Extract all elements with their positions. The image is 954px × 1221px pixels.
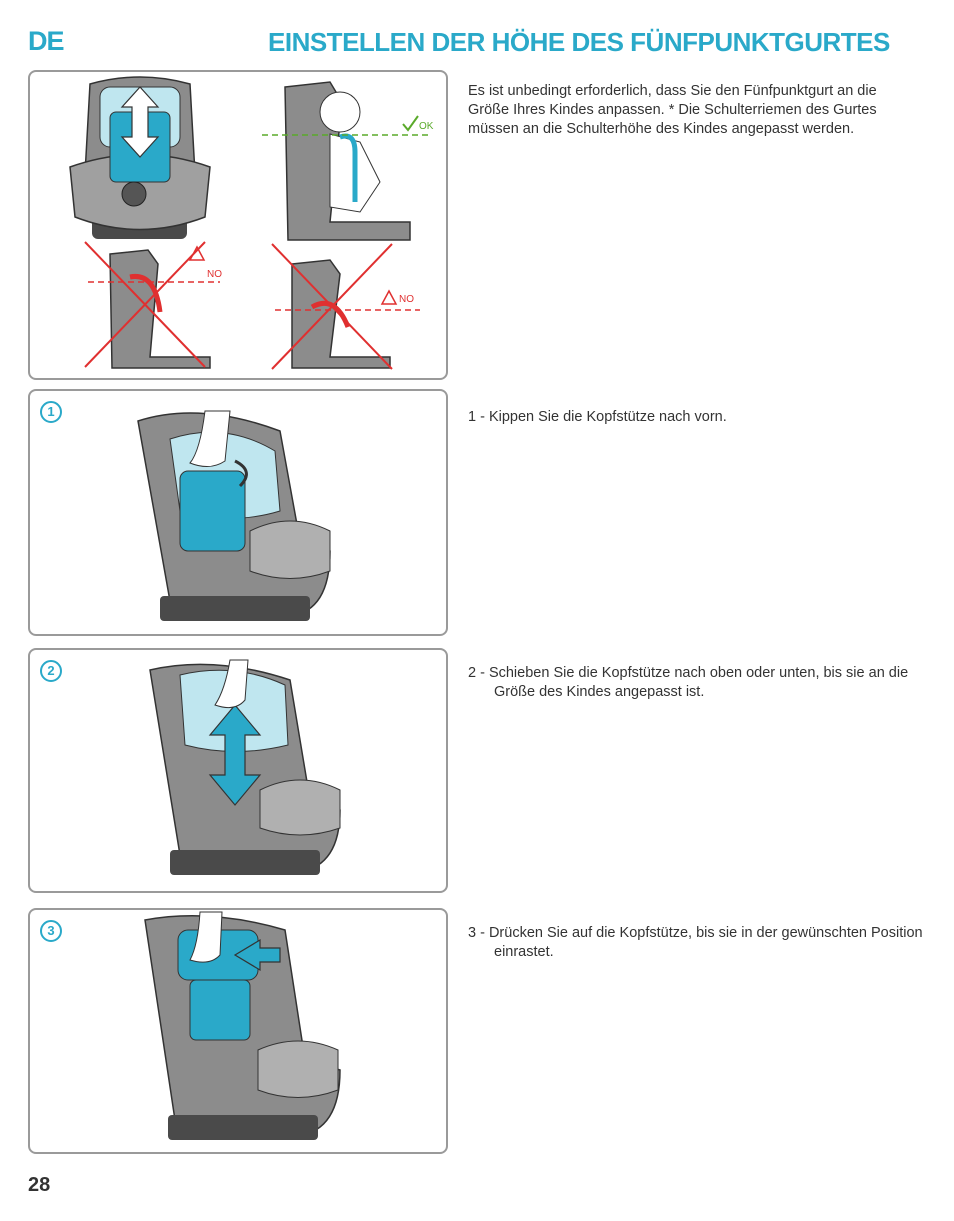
intro-illustration-panel: OK NO NO bbox=[28, 70, 448, 380]
step-1-badge: 1 bbox=[40, 401, 62, 423]
harness-height-illustration: OK NO NO bbox=[69, 76, 434, 370]
step-2-text: 2 - Schieben Sie die Kopfstütze nach obe… bbox=[468, 665, 909, 700]
step-3-text: 3 - Drücken Sie auf die Kopfstütze, bis … bbox=[468, 925, 923, 960]
up-down-arrow-icon bbox=[208, 704, 262, 806]
page-title: EINSTELLEN DER HÖHE DES FÜNFPUNKTGURTES bbox=[268, 27, 890, 57]
step-2-badge: 2 bbox=[40, 660, 62, 682]
hand-icon bbox=[189, 911, 223, 963]
step-1-panel: 1 bbox=[28, 389, 448, 636]
no-label-2: NO bbox=[399, 294, 414, 305]
page-number: 28 bbox=[28, 1174, 51, 1196]
ok-label: OK bbox=[419, 121, 434, 132]
seat-three-quarter-view bbox=[144, 915, 341, 1140]
rotate-arrow-icon bbox=[234, 459, 248, 488]
seat-side-view-too-high bbox=[84, 241, 220, 369]
step-1-text: 1 - Kippen Sie die Kopfstütze nach vorn. bbox=[468, 409, 727, 425]
seat-front-view bbox=[69, 76, 211, 239]
language-code: DE bbox=[28, 26, 65, 56]
step-3-badge: 3 bbox=[40, 920, 62, 942]
no-label-1: NO bbox=[207, 269, 222, 280]
step-3-panel: 3 bbox=[28, 908, 448, 1154]
hand-icon bbox=[189, 410, 231, 467]
step-2-panel: 2 bbox=[28, 648, 448, 893]
push-arrow-icon bbox=[233, 938, 281, 972]
hand-icon bbox=[214, 659, 249, 709]
seat-three-quarter-view bbox=[137, 412, 331, 621]
step-1-illustration bbox=[137, 410, 331, 621]
step-2-illustration bbox=[149, 659, 341, 875]
seat-side-view-too-low bbox=[271, 243, 420, 370]
intro-text: Es ist unbedingt erforderlich, dass Sie … bbox=[468, 83, 877, 137]
seat-side-view-ok bbox=[262, 81, 430, 241]
step-3-illustration bbox=[144, 911, 341, 1140]
